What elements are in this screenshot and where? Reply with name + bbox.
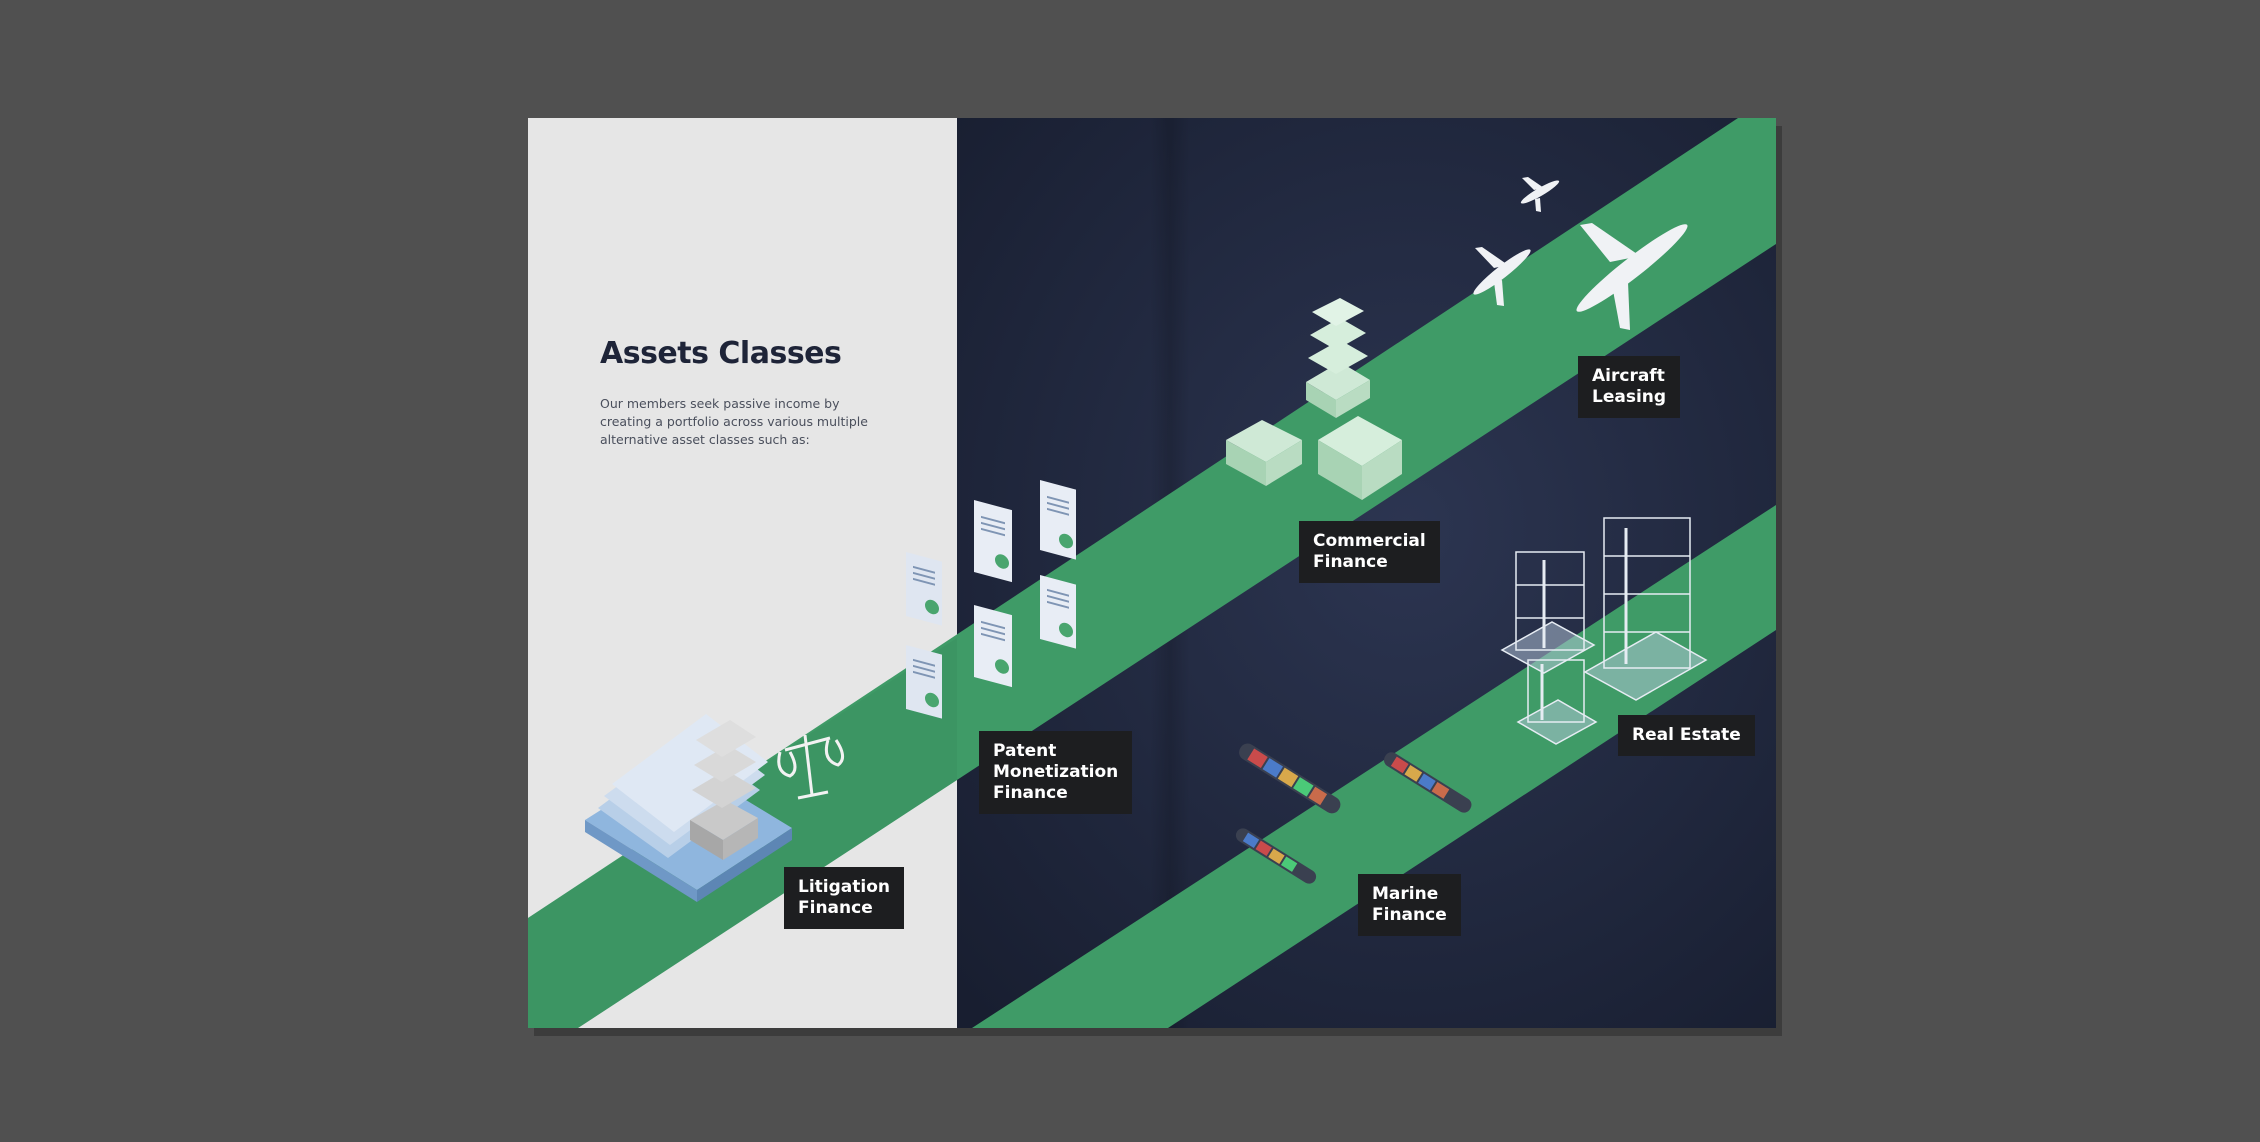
intro-line: creating a portfolio across various mult… — [600, 414, 868, 429]
scales-icon — [777, 734, 844, 800]
label-aircraft-leasing: Aircraft Leasing — [1578, 356, 1681, 418]
cash-stack-icon — [690, 720, 758, 860]
label-patent-monetization-finance: Patent Monetization Finance — [979, 731, 1133, 814]
intro-text: Our members seek passive income by creat… — [600, 395, 900, 449]
label-real-estate: Real Estate — [1618, 715, 1755, 756]
label-commercial-finance: Commercial Finance — [1299, 521, 1440, 583]
cargo-ship-icon — [1235, 743, 1472, 884]
page-title: Assets Classes — [600, 336, 842, 371]
label-litigation-finance: Litigation Finance — [784, 867, 904, 929]
intro-section: Assets Classes Our members seek passive … — [600, 336, 900, 449]
label-marine-finance: Marine Finance — [1358, 874, 1461, 936]
building-icon — [1500, 517, 1708, 745]
document-check-icon — [906, 480, 1076, 719]
intro-line: alternative asset classes such as: — [600, 432, 810, 447]
intro-line: Our members seek passive income by — [600, 396, 840, 411]
airplane-icon — [1473, 177, 1688, 330]
cash-stack-icon — [1226, 298, 1402, 500]
